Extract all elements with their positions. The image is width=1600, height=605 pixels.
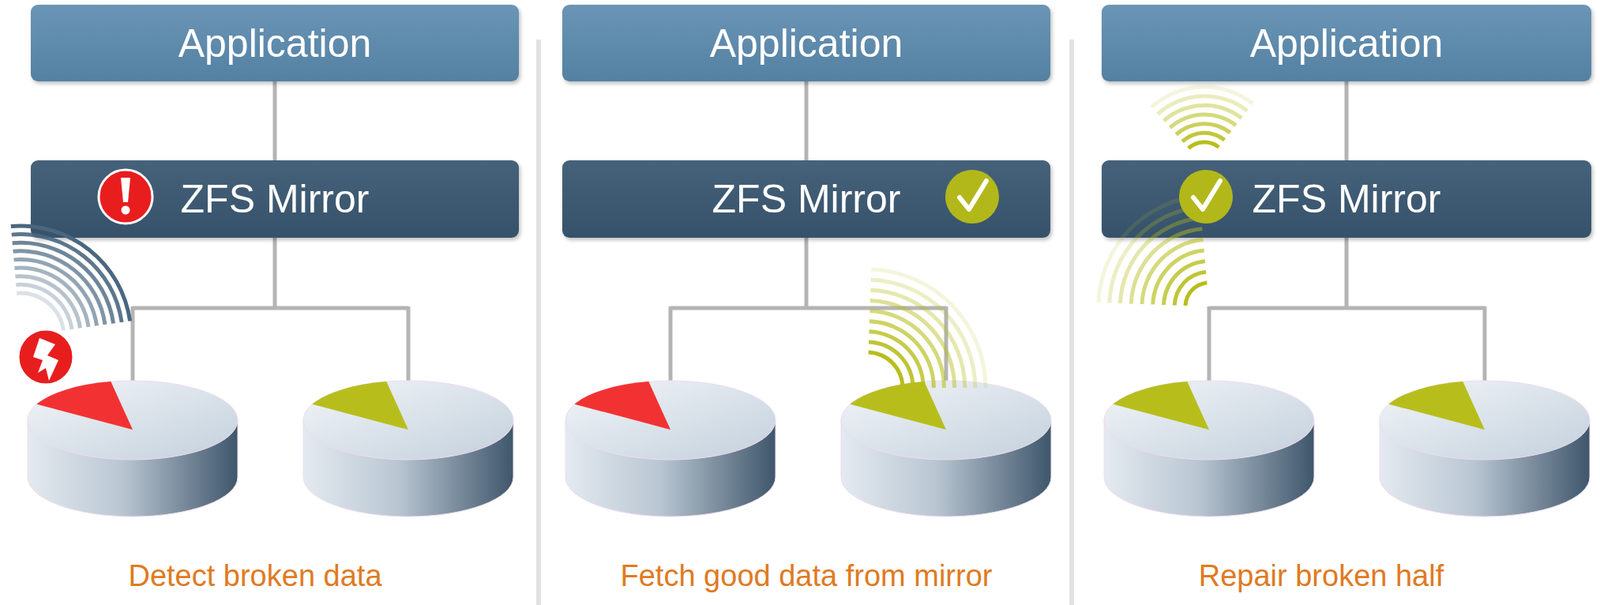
step-caption: Repair broken half <box>1068 559 1574 594</box>
signal-wave <box>1096 194 1200 303</box>
signal-wave <box>1156 93 1249 116</box>
signal-wave <box>871 267 988 388</box>
box-label: Application <box>1240 20 1454 67</box>
signal-wave <box>867 350 905 388</box>
box-label: Application <box>700 20 913 67</box>
signal-wave <box>14 266 91 328</box>
error-icon <box>98 169 153 224</box>
panel-separator <box>536 39 541 605</box>
disk <box>565 380 776 517</box>
mirror-wire <box>131 306 136 384</box>
disk-side <box>841 420 1052 517</box>
signal-wave <box>871 277 978 388</box>
signal-wave <box>869 319 936 388</box>
mirror-wire <box>132 306 409 311</box>
mirror-wire <box>273 237 278 308</box>
signal-wave <box>1150 248 1205 305</box>
disk <box>841 380 1052 517</box>
signal-wave <box>1118 215 1202 304</box>
signal-wave <box>870 288 967 388</box>
mirror-box: ZFS Mirror <box>30 160 519 238</box>
signal-wave <box>11 240 116 324</box>
signal-wave <box>13 257 99 327</box>
signal-wave <box>11 223 133 321</box>
step-caption: Detect broken data <box>2 559 508 594</box>
mirror-wire <box>1209 306 1485 311</box>
disk-top <box>1379 380 1590 460</box>
signal-wave <box>1168 112 1238 130</box>
signal-wave <box>11 232 124 323</box>
signal-wave <box>16 291 66 331</box>
signal-wave <box>1172 270 1207 306</box>
step-caption: Fetch good data from mirror <box>553 559 1060 594</box>
panel-separator <box>1069 39 1075 605</box>
mirror-box: ZFS Mirror <box>562 160 1051 238</box>
connector-line <box>804 81 809 161</box>
signal-wave <box>1175 121 1232 136</box>
mirror-wire <box>1344 237 1349 308</box>
signal-wave <box>1107 205 1201 304</box>
box-label: ZFS Mirror <box>171 176 380 222</box>
signal-wave <box>870 298 957 388</box>
signal-wave <box>1162 103 1244 123</box>
signal-wave <box>1129 226 1203 305</box>
data-block-slice <box>849 381 947 430</box>
disk-side <box>1379 420 1590 517</box>
signal-wave <box>15 282 74 330</box>
connector-line <box>1344 81 1349 161</box>
data-block-slice <box>574 381 671 430</box>
mirror-wire <box>804 237 809 308</box>
mirror-wire <box>670 306 947 311</box>
application-box: Application <box>562 4 1051 82</box>
data-block-slice <box>36 381 133 430</box>
check-icon <box>945 169 1000 224</box>
check-icon <box>1179 169 1233 224</box>
signal-wave <box>1186 140 1221 151</box>
data-block-slice <box>1388 381 1485 430</box>
mirror-wire <box>1483 306 1488 384</box>
disk-side <box>27 420 238 517</box>
mirror-box: ZFS Mirror <box>1101 160 1592 238</box>
box-label: ZFS Mirror <box>702 176 911 222</box>
disk-top <box>1104 380 1315 460</box>
data-block-slice <box>1112 381 1210 430</box>
lightning-icon <box>18 329 74 385</box>
signal-wave <box>1161 259 1206 305</box>
mirror-wire <box>406 306 411 384</box>
signal-wave <box>1180 131 1226 143</box>
disk-top <box>841 380 1052 460</box>
disk-side <box>1104 420 1315 517</box>
box-label: ZFS Mirror <box>1243 176 1451 222</box>
disk <box>1104 380 1315 517</box>
signal-wave <box>1149 85 1255 109</box>
disk-top <box>565 380 776 460</box>
disk <box>27 380 238 517</box>
disk-side <box>303 420 514 517</box>
application-box: Application <box>30 4 519 82</box>
signal-wave <box>1140 237 1204 305</box>
mirror-wire <box>1207 306 1212 384</box>
data-block-slice <box>311 381 409 430</box>
disk-side <box>565 420 776 517</box>
disk <box>1379 380 1590 517</box>
disk-top <box>303 380 514 460</box>
signal-wave <box>15 274 83 328</box>
signal-wave <box>868 339 916 388</box>
signal-wave <box>12 248 107 325</box>
disk-top <box>27 380 238 460</box>
signal-wave <box>1183 281 1208 306</box>
signal-wave <box>868 329 925 388</box>
disk <box>303 380 514 517</box>
application-box: Application <box>1101 4 1592 82</box>
mirror-wire <box>668 306 673 384</box>
mirror-wire <box>944 306 949 384</box>
connector-line <box>273 81 278 161</box>
signal-wave <box>869 308 947 388</box>
box-label: Application <box>169 20 382 67</box>
